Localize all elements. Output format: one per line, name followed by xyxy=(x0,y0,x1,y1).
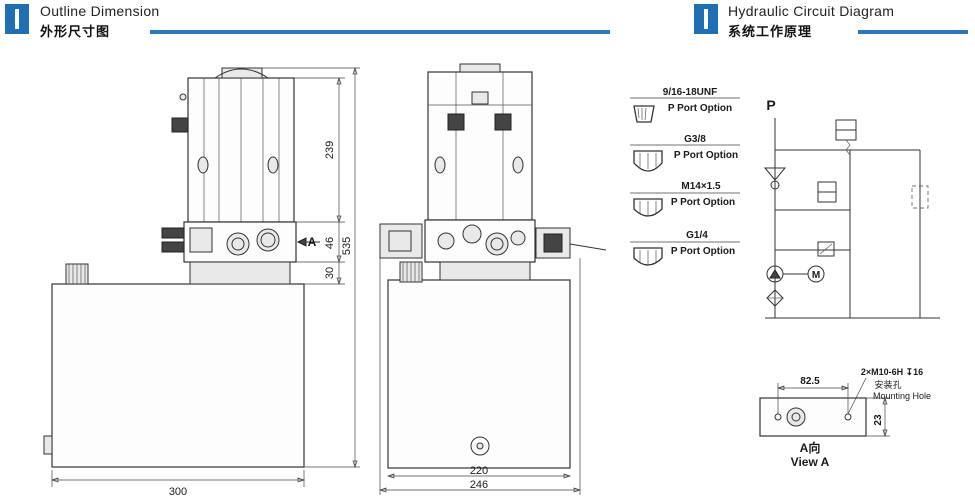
outline-dimension-title: Outline Dimension xyxy=(40,3,160,19)
dim-width-220: 220 xyxy=(470,465,488,477)
front-tank xyxy=(51,283,305,468)
dim-width-246: 246 xyxy=(470,479,488,491)
dim-width-300: 300 xyxy=(169,486,187,498)
port-label-1: P Port Option xyxy=(668,103,732,114)
port-label-4: P Port Option xyxy=(671,246,735,257)
hydraulic-circuit-title: Hydraulic Circuit Diagram xyxy=(728,3,895,19)
view-a-title-cn: A向 xyxy=(800,440,821,455)
view-a xyxy=(759,377,890,438)
view-a-height: 23 xyxy=(873,414,884,426)
dim-height-239: 239 xyxy=(324,141,336,159)
port-thread-4: G1/4 xyxy=(686,230,708,241)
dim-height-46: 46 xyxy=(324,237,336,249)
mounting-hole-en: Mounting Hole xyxy=(873,391,931,401)
view-a-title-en: View A xyxy=(791,455,830,469)
outline-dimension-subtitle: 外形尺寸图 xyxy=(40,24,111,39)
coil-left xyxy=(379,223,423,259)
view-a-marker: A xyxy=(308,235,317,249)
mounting-hole-spec: 2×M10-6H ↧16 xyxy=(861,367,923,377)
section-marker-icon xyxy=(694,4,718,34)
view-a-block xyxy=(759,397,867,437)
dim-height-535: 535 xyxy=(341,237,353,255)
port-thread-1: 9/16-18UNF xyxy=(663,87,717,98)
port-options xyxy=(630,97,740,266)
side-view xyxy=(378,63,607,495)
port-label-3: P Port Option xyxy=(671,197,735,208)
port-thread-3: M14×1.5 xyxy=(681,181,721,192)
motor-symbol-label: M xyxy=(812,270,820,281)
header-rule-right xyxy=(858,30,968,34)
dim-height-30: 30 xyxy=(324,267,336,279)
view-a-spacing: 82.5 xyxy=(800,376,820,387)
hydraulic-circuit-subtitle: 系统工作原理 xyxy=(728,24,813,39)
pressure-port-label: P xyxy=(766,97,775,113)
port-label-2: P Port Option xyxy=(674,150,738,161)
motor-top-cap xyxy=(221,67,263,79)
header-rule-left xyxy=(150,30,610,34)
mounting-hole-cn: 安装孔 xyxy=(874,379,901,390)
port-thread-2: G3/8 xyxy=(684,134,706,145)
front-view xyxy=(43,66,360,487)
front-drain-plug xyxy=(43,435,53,455)
hydraulic-circuit xyxy=(763,118,940,319)
side-tank xyxy=(387,279,571,469)
section-marker-icon xyxy=(5,4,29,34)
